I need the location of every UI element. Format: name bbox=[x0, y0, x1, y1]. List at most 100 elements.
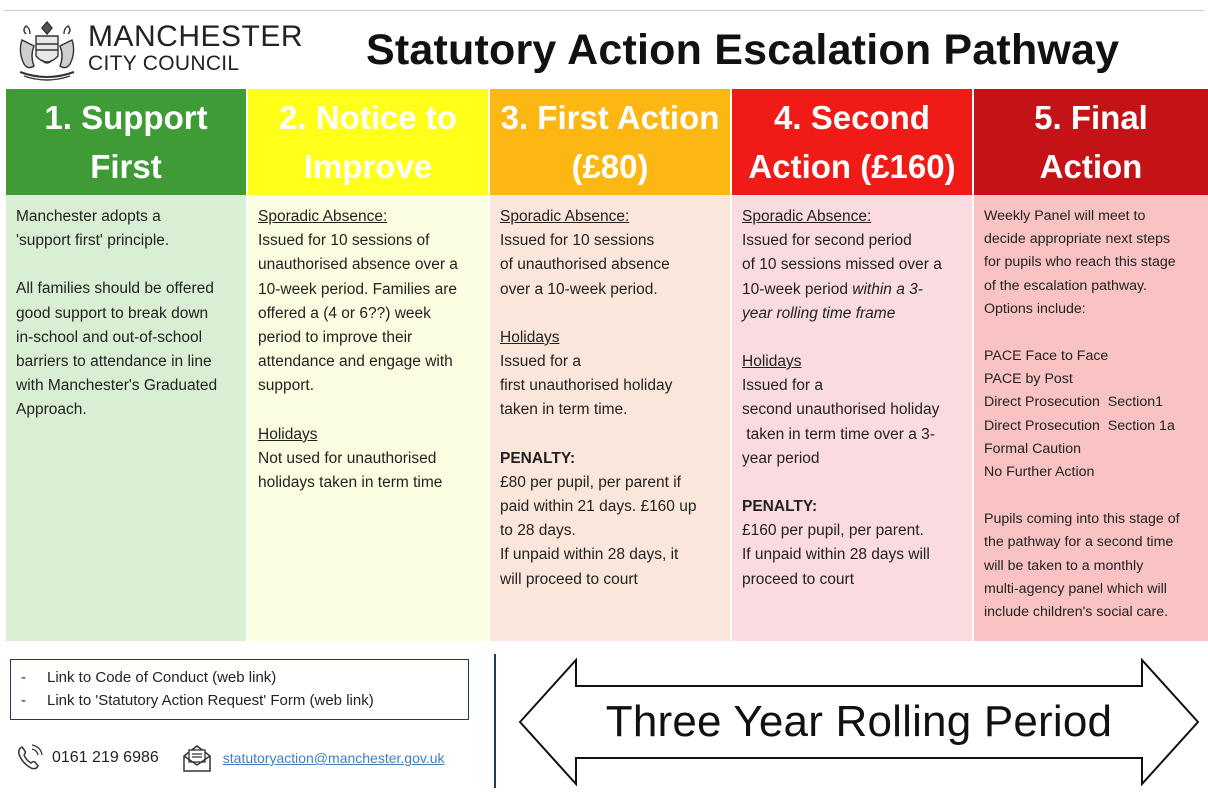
header: MANCHESTER CITY COUNCIL Statutory Action… bbox=[6, 12, 1202, 88]
stage-1-text: with Manchester's Graduated bbox=[16, 377, 218, 395]
arrow-label: Three Year Rolling Period bbox=[605, 697, 1113, 746]
stage-3-text: will proceed to court bbox=[500, 570, 638, 588]
stage-1-column: 1. Support First Manchester adopts a 'su… bbox=[6, 89, 248, 641]
email-link[interactable]: statutoryaction@manchester.gov.uk bbox=[222, 750, 445, 766]
stage-3-text: £80 per pupil, per parent if bbox=[500, 473, 681, 491]
stage-1-text: Approach. bbox=[16, 401, 87, 419]
stage-4-heading-line2: Action (£160) bbox=[748, 148, 956, 185]
stage-2-text: period to improve their bbox=[258, 329, 413, 347]
stage-3-text: to 28 days. bbox=[500, 522, 576, 540]
stage-2-heading-line2: Improve bbox=[303, 148, 433, 185]
stage-4-text: 10-week period within a 3- bbox=[742, 278, 964, 302]
stage-1-text: Manchester adopts a bbox=[16, 208, 161, 225]
stage-3-penalty-heading: PENALTY: bbox=[500, 449, 576, 467]
stage-5-option: PACE Face to Face bbox=[984, 348, 1109, 365]
stage-5-text: will be taken to a monthly bbox=[984, 557, 1144, 574]
stage-4-heading-line1: 4. Second bbox=[774, 99, 930, 136]
stage-3-text: If unpaid within 28 days, it bbox=[500, 546, 679, 564]
stage-2-text: support. bbox=[258, 377, 315, 395]
stage-5-text: multi-agency panel which will bbox=[984, 580, 1167, 597]
stage-2-heading: 2. Notice to Improve bbox=[248, 89, 488, 195]
stage-2-subheading: Sporadic Absence: bbox=[258, 208, 388, 225]
stage-4-subheading: Holidays bbox=[742, 353, 802, 371]
stage-5-heading-line1: 5. Final bbox=[1034, 99, 1148, 136]
stage-3-subheading: Holidays bbox=[500, 328, 560, 346]
council-name-line2: CITY COUNCIL bbox=[88, 52, 240, 75]
stage-2-text: 10-week period. Families are bbox=[258, 280, 458, 298]
contact-details: 0161 219 6986 statutoryaction@manchester… bbox=[14, 738, 484, 778]
stage-1-text: barriers to attendance in line bbox=[16, 353, 212, 371]
stage-5-body: Weekly Panel will meet to decide appropr… bbox=[974, 195, 1208, 641]
stage-5-option: Direct Prosecution Section1 bbox=[984, 394, 1164, 411]
stage-2-text: offered a (4 or 6??) week bbox=[258, 304, 431, 322]
phone-number: 0161 219 6986 bbox=[52, 749, 159, 766]
stage-4-text-italic: year rolling time frame bbox=[742, 304, 896, 322]
stage-2-column: 2. Notice to Improve Sporadic Absence: I… bbox=[248, 89, 490, 641]
stage-1-text: good support to break down bbox=[16, 304, 209, 322]
stage-2-text: Issued for 10 sessions of bbox=[258, 232, 430, 250]
page-title: Statutory Action Escalation Pathway bbox=[366, 26, 1120, 74]
stage-5-option: No Further Action bbox=[984, 464, 1095, 481]
stage-5-text: Weekly Panel will meet to bbox=[984, 208, 1146, 224]
link-label[interactable]: Link to 'Statutory Action Request' Form … bbox=[47, 692, 374, 709]
manchester-crest-logo bbox=[19, 20, 75, 81]
stage-1-text: 'support first' principle. bbox=[16, 232, 170, 250]
stage-5-text: the pathway for a second time bbox=[984, 534, 1174, 551]
pathway-stages: 1. Support First Manchester adopts a 'su… bbox=[6, 89, 1208, 641]
stage-3-text: first unauthorised holiday bbox=[500, 377, 673, 395]
stage-5-column: 5. Final Action Weekly Panel will meet t… bbox=[974, 89, 1208, 641]
stage-5-text: decide appropriate next steps bbox=[984, 231, 1171, 248]
phone-icon bbox=[18, 744, 43, 770]
stage-5-text: Options include: bbox=[984, 300, 1086, 317]
mail-icon bbox=[183, 745, 211, 772]
stage-3-heading-line2: (£80) bbox=[571, 148, 649, 185]
stage-4-text: of 10 sessions missed over a bbox=[742, 256, 942, 274]
stage-3-heading: 3. First Action (£80) bbox=[490, 89, 730, 195]
stage-4-text: second unauthorised holiday bbox=[742, 401, 940, 419]
double-arrow-shape bbox=[518, 657, 1200, 787]
stage-4-heading: 4. Second Action (£160) bbox=[732, 89, 972, 195]
stage-4-text-part: 10-week period bbox=[742, 280, 853, 298]
stage-5-text: for pupils who reach this stage bbox=[984, 254, 1176, 271]
stage-1-heading: 1. Support First bbox=[6, 89, 246, 195]
stage-3-text: paid within 21 days. £160 up bbox=[500, 498, 697, 516]
links-box: - Link to Code of Conduct (web link) - L… bbox=[10, 659, 469, 720]
stage-3-column: 3. First Action (£80) Sporadic Absence: … bbox=[490, 89, 732, 641]
footer-divider bbox=[494, 654, 496, 788]
stage-4-subheading: Sporadic Absence: bbox=[742, 208, 872, 225]
stage-3-text: over a 10-week period. bbox=[500, 280, 658, 298]
stage-1-text: All families should be offered bbox=[16, 280, 214, 298]
stage-3-body: Sporadic Absence: Issued for 10 sessions… bbox=[490, 195, 730, 641]
stage-4-body: Sporadic Absence: Issued for second peri… bbox=[732, 195, 972, 641]
stage-1-heading-line2: First bbox=[90, 148, 162, 185]
stage-2-subheading: Holidays bbox=[258, 425, 318, 443]
stage-5-option: Direct Prosecution Section 1a bbox=[984, 417, 1175, 434]
stage-3-text: Issued for 10 sessions bbox=[500, 232, 655, 250]
stage-4-text: Issued for a bbox=[742, 377, 823, 395]
stage-2-body: Sporadic Absence: Issued for 10 sessions… bbox=[248, 195, 488, 641]
council-name-line1: MANCHESTER bbox=[88, 20, 304, 53]
council-name: MANCHESTER CITY COUNCIL bbox=[88, 22, 303, 76]
stage-4-text-italic: within a 3- bbox=[852, 280, 923, 298]
page-frame bbox=[4, 10, 1204, 790]
stage-5-option: PACE by Post bbox=[984, 371, 1073, 388]
statutory-action-request-link[interactable]: - Link to 'Statutory Action Request' For… bbox=[21, 689, 458, 712]
stage-3-text: Issued for a bbox=[500, 353, 581, 371]
stage-2-text: Not used for unauthorised bbox=[258, 449, 437, 467]
stage-4-text: £160 per pupil, per parent. bbox=[742, 522, 924, 540]
stage-5-text: include children's social care. bbox=[984, 604, 1169, 621]
stage-2-text: holidays taken in term time bbox=[258, 474, 443, 492]
stage-4-text: proceed to court bbox=[742, 570, 855, 588]
code-of-conduct-link[interactable]: - Link to Code of Conduct (web link) bbox=[21, 666, 458, 689]
three-year-rolling-period-arrow: Three Year Rolling Period bbox=[518, 657, 1200, 787]
stage-3-text: of unauthorised absence bbox=[500, 256, 670, 274]
stage-4-text: taken in term time over a 3- bbox=[742, 425, 935, 443]
stage-4-column: 4. Second Action (£160) Sporadic Absence… bbox=[732, 89, 974, 641]
stage-2-text: attendance and engage with bbox=[258, 353, 453, 371]
stage-4-text: If unpaid within 28 days will bbox=[742, 546, 930, 564]
list-dash: - bbox=[21, 692, 26, 709]
stage-3-heading-line1: 3. First Action bbox=[500, 99, 720, 136]
link-label[interactable]: Link to Code of Conduct (web link) bbox=[47, 669, 277, 686]
stage-2-heading-line1: 2. Notice to bbox=[279, 99, 457, 136]
list-dash: - bbox=[21, 669, 26, 686]
